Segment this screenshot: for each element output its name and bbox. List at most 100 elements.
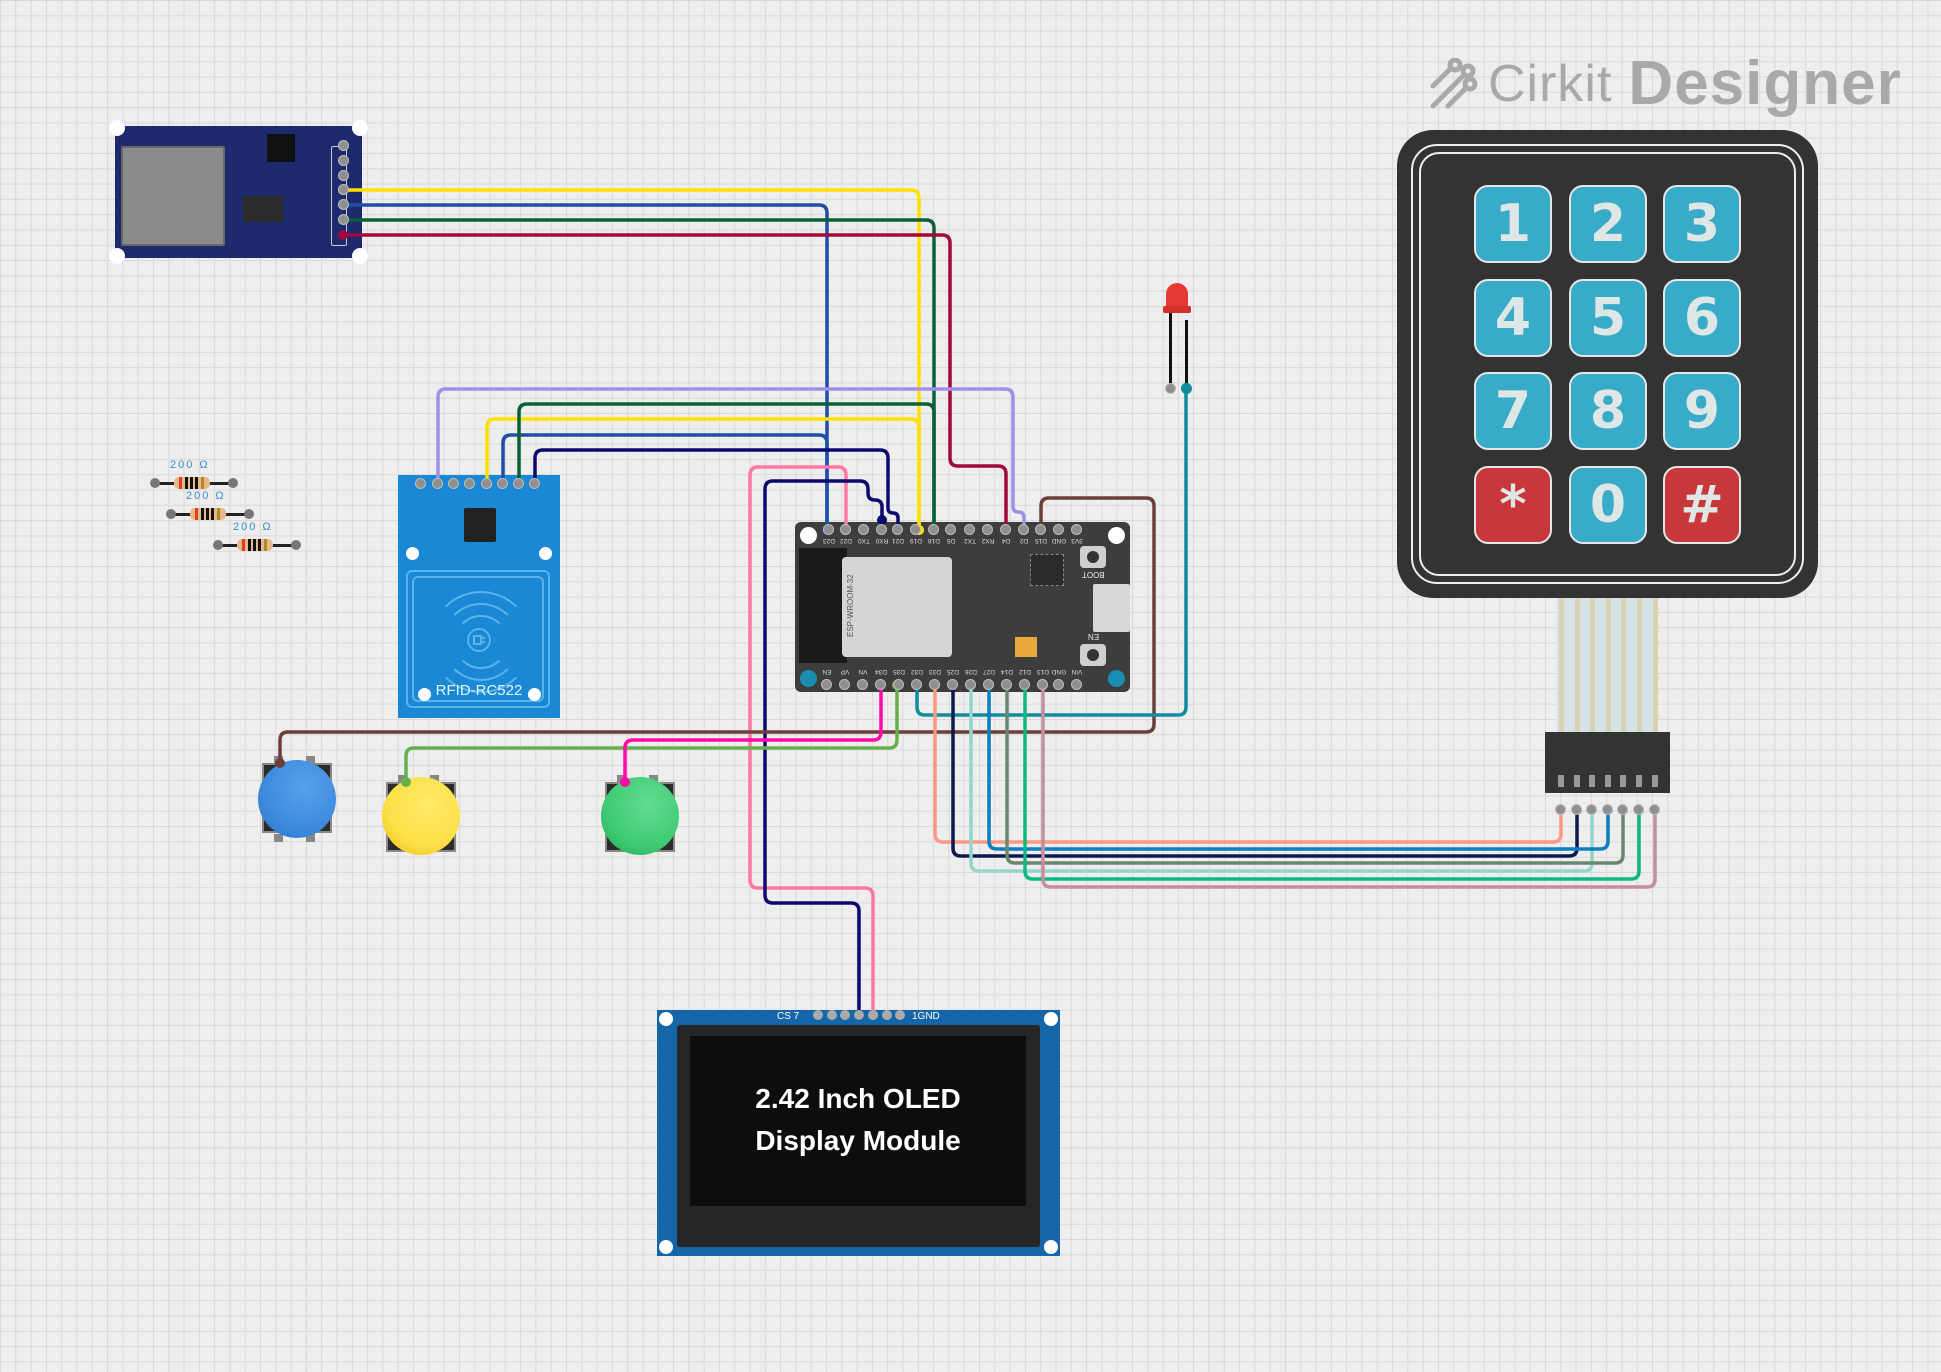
wire-5[interactable] [436, 387, 1026, 532]
key-4[interactable]: 4 [1474, 279, 1552, 357]
boot-button[interactable] [1080, 546, 1106, 568]
esp32-pin-tx2[interactable] [964, 524, 975, 535]
esp32-pin-d4[interactable] [1000, 524, 1011, 535]
sd-pin-2[interactable] [338, 155, 349, 166]
key-star[interactable]: * [1474, 466, 1552, 544]
en-button[interactable] [1080, 644, 1106, 666]
esp32-pin-d33[interactable] [929, 679, 940, 690]
keypad-pin-2[interactable] [1571, 804, 1582, 815]
esp32-pin-d18[interactable] [928, 524, 939, 535]
wire-14[interactable] [623, 683, 883, 784]
keypad-pin-3[interactable] [1586, 804, 1597, 815]
rfid-pin-1[interactable] [415, 478, 426, 489]
wire-6[interactable] [485, 417, 921, 532]
wire-19[interactable] [987, 683, 1610, 851]
led-cathode-pin[interactable] [1165, 383, 1176, 394]
wire-18[interactable] [969, 683, 1594, 873]
wire-16[interactable] [933, 683, 1563, 844]
resistor-3[interactable]: 200 Ω [213, 521, 303, 555]
esp32-pin-d19[interactable] [910, 524, 921, 535]
esp32-pin-d12[interactable] [1019, 679, 1030, 690]
wire-13[interactable] [404, 683, 899, 784]
resistor-1[interactable]: 200 Ω [150, 459, 240, 493]
resistor-terminal[interactable] [244, 509, 254, 519]
wire-15[interactable] [915, 386, 1188, 717]
key-hash[interactable]: # [1663, 466, 1741, 544]
esp32-pin-d25[interactable] [947, 679, 958, 690]
esp32-pin-en[interactable] [821, 679, 832, 690]
esp32-pin-gnd[interactable] [1053, 524, 1064, 535]
key-2[interactable]: 2 [1569, 185, 1647, 263]
esp32-pin-vp[interactable] [839, 679, 850, 690]
oled-display-module[interactable]: CS 7 1GND 2.42 Inch OLED Display Module [657, 1010, 1060, 1256]
oled-pin-4[interactable] [854, 1010, 864, 1020]
esp32-pin-tx0[interactable] [858, 524, 869, 535]
oled-pin-2[interactable] [882, 1010, 892, 1020]
esp32-pin-d26[interactable] [965, 679, 976, 690]
button-cap[interactable] [601, 777, 679, 855]
resistor-2[interactable]: 200 Ω [166, 490, 256, 524]
wire-12[interactable] [278, 496, 1156, 765]
sd-pin-5[interactable] [338, 199, 349, 210]
oled-pin-6[interactable] [827, 1010, 837, 1020]
esp32-pin-vn[interactable] [857, 679, 868, 690]
key-5[interactable]: 5 [1569, 279, 1647, 357]
esp32-pin-d5[interactable] [945, 524, 956, 535]
keypad-pin-5[interactable] [1617, 804, 1628, 815]
oled-pin-5[interactable] [840, 1010, 850, 1020]
key-1[interactable]: 1 [1474, 185, 1552, 263]
button-cap[interactable] [382, 777, 460, 855]
esp32-pin-d32[interactable] [911, 679, 922, 690]
rfid-pin-5[interactable] [481, 478, 492, 489]
wire-20[interactable] [1005, 683, 1625, 865]
rfid-pin-4[interactable] [464, 478, 475, 489]
keypad-pin-7[interactable] [1649, 804, 1660, 815]
keypad-pin-1[interactable] [1555, 804, 1566, 815]
esp32-pin-gnd[interactable] [1053, 679, 1064, 690]
sd-pin-1[interactable] [338, 140, 349, 151]
esp32-pin-d13[interactable] [1037, 679, 1048, 690]
sd-pin-6[interactable] [338, 214, 349, 225]
esp32-pin-d15[interactable] [1035, 524, 1046, 535]
wire-1[interactable] [341, 188, 921, 532]
key-7[interactable]: 7 [1474, 372, 1552, 450]
rfid-pin-8[interactable] [529, 478, 540, 489]
esp32-pin-d23[interactable] [823, 524, 834, 535]
key-0[interactable]: 0 [1569, 466, 1647, 544]
wire-11[interactable] [763, 479, 884, 1017]
sd-card-module[interactable] [109, 120, 368, 264]
esp32-pin-d22[interactable] [840, 524, 851, 535]
key-3[interactable]: 3 [1663, 185, 1741, 263]
esp32-pin-3v3[interactable] [1071, 524, 1082, 535]
esp32-pin-rx2[interactable] [982, 524, 993, 535]
esp32-pin-d21[interactable] [892, 524, 903, 535]
rfid-pin-6[interactable] [497, 478, 508, 489]
esp32-pin-vin[interactable] [1071, 679, 1082, 690]
resistor-terminal[interactable] [291, 540, 301, 550]
wire-17[interactable] [951, 683, 1579, 858]
key-9[interactable]: 9 [1663, 372, 1741, 450]
rfid-rc522-module[interactable]: RFID-RC522 [398, 475, 560, 718]
key-6[interactable]: 6 [1663, 279, 1741, 357]
oled-pin-3[interactable] [868, 1010, 878, 1020]
rfid-pin-2[interactable] [432, 478, 443, 489]
wire-7[interactable] [501, 433, 829, 532]
resistor-terminal[interactable] [228, 478, 238, 488]
resistor-terminal[interactable] [166, 509, 176, 519]
wire-9[interactable] [533, 448, 900, 532]
key-8[interactable]: 8 [1569, 372, 1647, 450]
led-anode-pin[interactable] [1181, 383, 1192, 394]
sd-pin-4[interactable] [338, 184, 349, 195]
oled-pin-1[interactable] [895, 1010, 905, 1020]
oled-pin-7[interactable] [813, 1010, 823, 1020]
rfid-pin-3[interactable] [448, 478, 459, 489]
wire-10[interactable] [748, 465, 875, 1017]
wire-8[interactable] [517, 402, 936, 532]
esp32-pin-rx0[interactable] [876, 524, 887, 535]
wire-3[interactable] [341, 218, 936, 532]
esp32-pin-d2[interactable] [1018, 524, 1029, 535]
keypad-pin-6[interactable] [1633, 804, 1644, 815]
resistor-terminal[interactable] [213, 540, 223, 550]
keypad-pin-4[interactable] [1602, 804, 1613, 815]
